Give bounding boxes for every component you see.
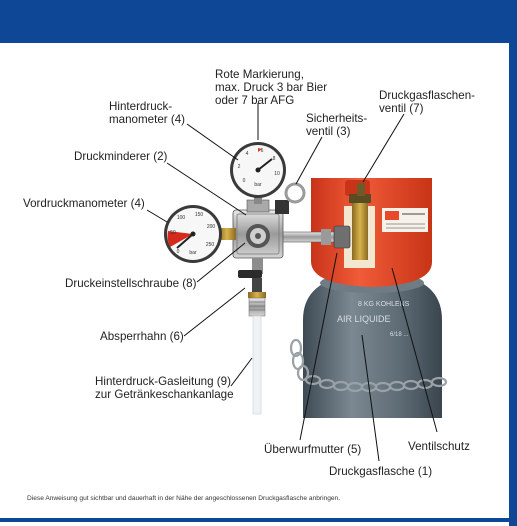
cylinder-text-line2: AIR LIQUIDE bbox=[337, 314, 391, 324]
safety-valve bbox=[275, 182, 306, 214]
hinterdruck-gauge-scale: 0 2 4 6 8 10 bar bbox=[238, 148, 280, 188]
label-hinterdruckmanometer: Hinterdruck- manometer (4) bbox=[109, 100, 186, 126]
hinterdruck-scale-2: 2 bbox=[238, 164, 241, 170]
hinterdruck-scale-8: 8 bbox=[273, 156, 276, 162]
vordruck-scale-150: 150 bbox=[195, 212, 204, 218]
cylinder-valve bbox=[349, 183, 371, 260]
hinterdruck-scale-10: 10 bbox=[274, 171, 280, 177]
hinterdruck-gauge bbox=[230, 142, 286, 204]
label-druckgasflasche: Druckgasflasche (1) bbox=[329, 465, 433, 478]
vordruck-scale-200: 200 bbox=[207, 224, 216, 230]
vordruck-scale-250: 250 bbox=[206, 242, 215, 248]
bottom-rule bbox=[0, 518, 509, 522]
right-edge-strip bbox=[509, 0, 517, 526]
label-ueberwurfmutter: Überwurfmutter (5) bbox=[264, 443, 362, 456]
label-hinterdruck-gasleitung: Hinterdruck-Gasleitung (9) zur Getränkes… bbox=[95, 375, 234, 401]
vordruck-scale-50: 50 bbox=[170, 230, 176, 236]
label-absperrhahn: Absperrhahn (6) bbox=[100, 330, 184, 343]
vordruck-gauge bbox=[164, 205, 222, 263]
cylinder-text-line1: 8 KG KOHLENS bbox=[358, 301, 410, 308]
gauge-connector-brass bbox=[218, 228, 236, 240]
hinterdruck-scale-6: 6 bbox=[261, 148, 264, 154]
label-rote-markierung: Rote Markierung, max. Druck 3 bar Bier o… bbox=[215, 68, 328, 107]
vordruck-scale-0: 0 bbox=[177, 249, 180, 255]
valve-protection-cap bbox=[311, 178, 432, 287]
adjusting-screw bbox=[246, 224, 270, 248]
label-sicherheitsventil: Sicherheits- ventil (3) bbox=[306, 112, 368, 138]
vordruck-scale-100: 100 bbox=[177, 215, 186, 221]
label-ventilschutz: Ventilschutz bbox=[408, 440, 470, 453]
outlet-assembly bbox=[238, 258, 266, 415]
header-bar bbox=[0, 0, 509, 43]
label-druckeinstellschraube: Druckeinstellschraube (8) bbox=[65, 277, 197, 290]
cylinder-text-line3: 6/18 ... bbox=[390, 332, 409, 338]
hinterdruck-unit: bar bbox=[254, 182, 262, 188]
connection-pipe bbox=[276, 225, 351, 249]
vordruck-unit: bar bbox=[189, 250, 197, 256]
label-druckminderer: Druckminderer (2) bbox=[74, 150, 168, 163]
vordruck-gauge-scale: 0 50 100 150 200 250 bar bbox=[170, 212, 215, 256]
footer-note: Diese Anweisung gut sichtbar und dauerha… bbox=[27, 495, 341, 502]
hinterdruck-scale-0: 0 bbox=[243, 178, 246, 184]
gas-cylinder bbox=[303, 273, 442, 418]
label-vordruckmanometer: Vordruckmanometer (4) bbox=[23, 197, 145, 210]
hinterdruck-scale-4: 4 bbox=[246, 151, 249, 157]
cylinder-chain bbox=[289, 338, 448, 393]
label-druckgasflaschenventil: Druckgasflaschen- ventil (7) bbox=[379, 89, 476, 115]
leader-lines bbox=[146, 103, 438, 462]
cylinder-text: 8 KG KOHLENS AIR LIQUIDE 6/18 ... bbox=[337, 301, 410, 338]
